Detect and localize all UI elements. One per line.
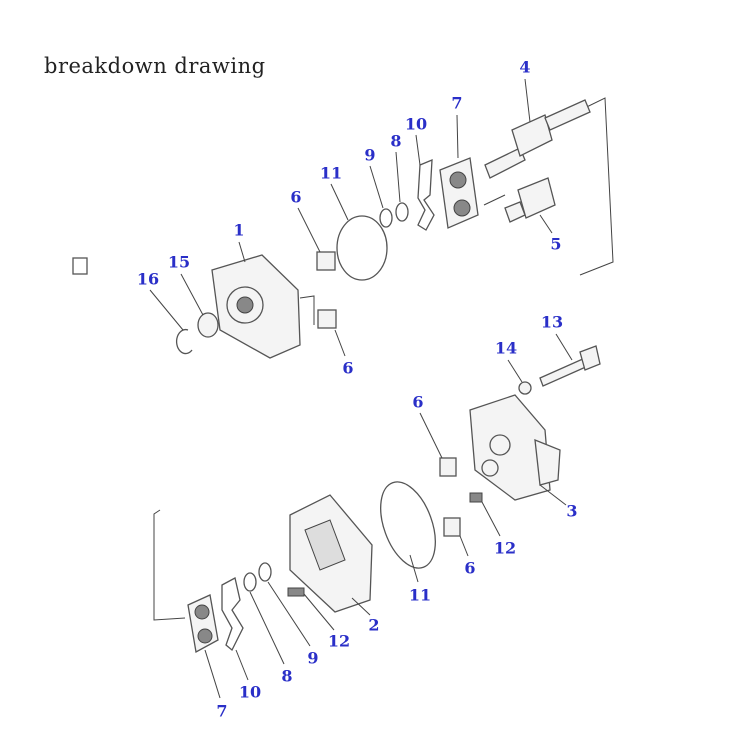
part-1-front-cover	[211, 241, 301, 359]
part-16-snap-ring	[175, 328, 193, 355]
part-5-driven-shaft	[504, 177, 556, 234]
part-9-ring-lower	[258, 562, 272, 582]
callout-11: 11	[319, 163, 343, 183]
callout-5: 5	[550, 234, 562, 254]
diagram-title: breakdown drawing	[44, 54, 266, 78]
part-11-o-ring-upper	[336, 215, 388, 281]
part-2-gear-housing	[289, 494, 373, 616]
callout-13: 13	[540, 312, 564, 332]
part-14-washer	[518, 381, 532, 395]
part-12-pin-lower	[287, 587, 305, 597]
group-bracket-upper	[559, 97, 614, 276]
callout-8: 8	[281, 666, 293, 686]
part-11-o-ring-lower	[380, 481, 436, 569]
part-9-ring-upper	[379, 208, 393, 228]
part-12-pin-upper	[469, 492, 483, 503]
part-6-bushing-c	[439, 457, 457, 477]
reference-mark-icon	[72, 257, 88, 275]
callout-7: 7	[216, 701, 228, 721]
part-3-rear-cover	[469, 394, 567, 506]
part-6-bushing-a	[316, 251, 336, 271]
callout-6: 6	[464, 558, 476, 578]
part-15-oil-seal	[197, 312, 219, 338]
callout-10: 10	[404, 114, 428, 134]
callout-7: 7	[451, 93, 463, 113]
part-10-seal-lower	[221, 577, 244, 652]
callout-12: 12	[327, 631, 351, 651]
group-bracket-lower	[153, 509, 186, 621]
callout-3: 3	[566, 501, 578, 521]
callout-6: 6	[290, 187, 302, 207]
callout-6: 6	[412, 392, 424, 412]
callout-14: 14	[494, 338, 518, 358]
callout-15: 15	[167, 252, 191, 272]
part-10-seal-upper	[417, 159, 435, 231]
part-7-plate-upper	[439, 114, 479, 229]
part-8-ring-lower	[243, 572, 257, 592]
part-6-bushing-b	[317, 309, 337, 329]
callout-10: 10	[238, 682, 262, 702]
part-8-ring-upper	[395, 202, 409, 222]
part-13-bolt	[539, 333, 601, 387]
callout-4: 4	[519, 57, 531, 77]
callout-6: 6	[342, 358, 354, 378]
callout-11: 11	[408, 585, 432, 605]
part-7-plate-lower	[187, 594, 221, 699]
callout-9: 9	[364, 145, 376, 165]
callout-9: 9	[307, 648, 319, 668]
callout-12: 12	[493, 538, 517, 558]
part-6-bushing-d	[443, 517, 461, 537]
callout-2: 2	[368, 615, 380, 635]
callout-8: 8	[390, 131, 402, 151]
part-4-drive-shaft	[484, 78, 591, 179]
callout-16: 16	[136, 269, 160, 289]
callout-1: 1	[233, 220, 245, 240]
